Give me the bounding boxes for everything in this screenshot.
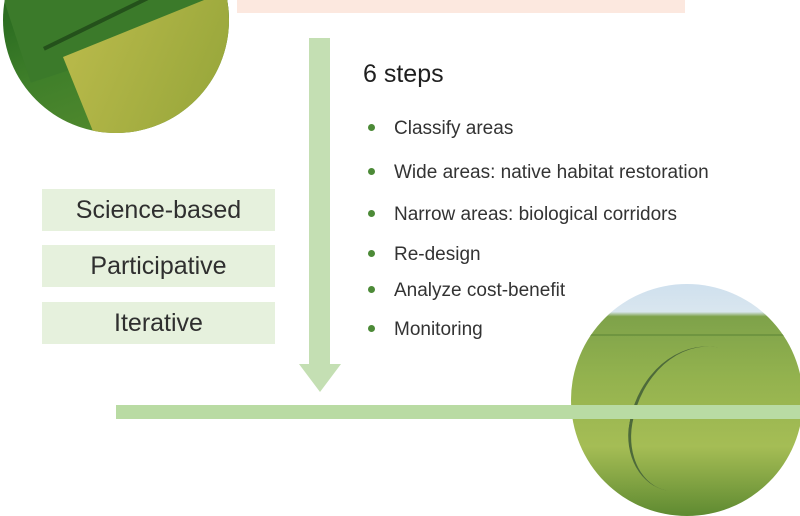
step-label: Monitoring: [394, 319, 483, 340]
top-banner: [237, 0, 685, 13]
bullet-icon: [368, 167, 375, 175]
steps-title: 6 steps: [363, 60, 444, 88]
principle-participative: Participative: [42, 245, 275, 287]
flow-arrow-head: [299, 364, 341, 392]
step-item: Analyze cost-benefit: [368, 280, 565, 302]
bullet-icon: [368, 285, 375, 293]
principle-label: Iterative: [114, 308, 203, 337]
bullet-icon: [368, 123, 375, 131]
bullet-icon: [368, 209, 375, 217]
step-label: Narrow areas: biological corridors: [394, 204, 677, 225]
principle-science-based: Science-based: [42, 189, 275, 231]
step-label: Wide areas: native habitat restoration: [394, 162, 709, 183]
bullet-icon: [368, 249, 375, 257]
step-item: Monitoring: [368, 319, 483, 341]
bottom-banner: [116, 405, 800, 419]
aerial-fields-photo: [3, 0, 229, 133]
step-item: Classify areas: [368, 118, 513, 140]
step-label: Re-design: [394, 244, 481, 265]
step-label: Analyze cost-benefit: [394, 280, 566, 301]
principle-label: Participative: [90, 251, 227, 280]
step-item: Re-design: [368, 244, 481, 266]
step-item: Narrow areas: biological corridors: [368, 204, 677, 226]
flow-arrow: [309, 38, 330, 366]
step-item: Wide areas: native habitat restoration: [368, 162, 709, 184]
landscape-photo: [571, 284, 800, 516]
bullet-icon: [368, 324, 375, 332]
principle-iterative: Iterative: [42, 302, 275, 344]
principle-label: Science-based: [75, 195, 242, 224]
step-label: Classify areas: [394, 118, 514, 139]
